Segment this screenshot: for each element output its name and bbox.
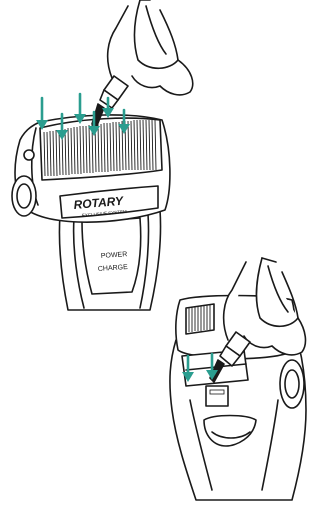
side-button [24, 150, 34, 160]
side-dial [12, 176, 36, 216]
side-dial-bottom [280, 360, 304, 408]
top-illustration: POWER CHARGE [12, 0, 193, 310]
power-button: POWER CHARGE [82, 218, 141, 294]
bottom-illustration [170, 258, 306, 500]
